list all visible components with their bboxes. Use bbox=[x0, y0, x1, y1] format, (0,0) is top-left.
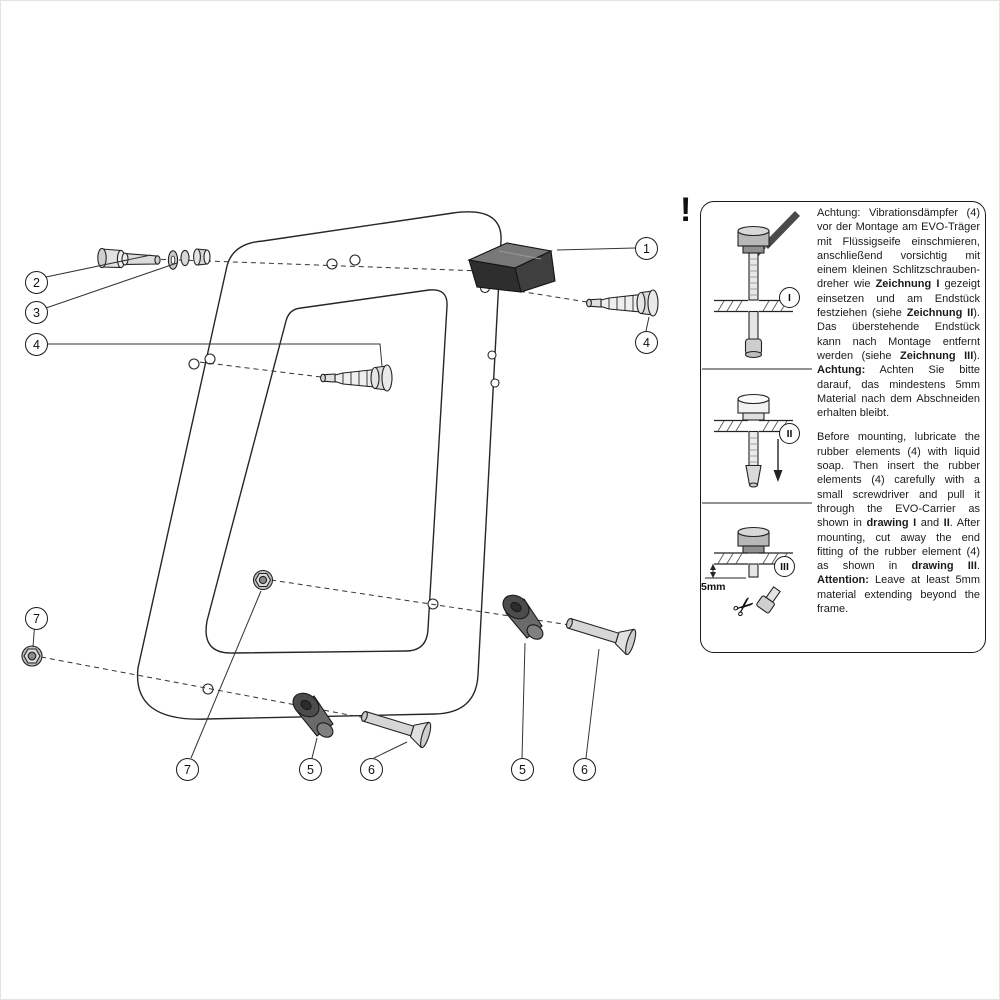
callout-5-bottom-left: 5 bbox=[299, 758, 322, 781]
assembly-axis-lines bbox=[40, 257, 588, 721]
callout-7-left: 7 bbox=[25, 607, 48, 630]
callout-3: 3 bbox=[25, 301, 48, 324]
cut-off-piece bbox=[756, 586, 781, 614]
warning-exclamation: ! bbox=[680, 191, 692, 229]
instruction-panel bbox=[700, 201, 986, 653]
frame-holes bbox=[188, 254, 500, 695]
drawing-1-label: I bbox=[779, 287, 800, 308]
english-instructions: Before mounting, lubricate the rubber el… bbox=[817, 431, 980, 616]
rubber-element-part-4-right bbox=[586, 289, 659, 317]
mini-drawing-1 bbox=[714, 211, 800, 359]
drawing-2-label: II bbox=[779, 423, 800, 444]
screwdriver-icon bbox=[763, 211, 800, 249]
callout-6-bottom-left: 6 bbox=[360, 758, 383, 781]
panel-separators bbox=[702, 368, 812, 504]
carrier-frame-outline bbox=[136, 211, 502, 720]
nut-part-7-left bbox=[21, 645, 43, 667]
callout-4-left: 4 bbox=[25, 333, 48, 356]
german-instructions: Achtung: Vibrationsdämpfer (4) vor der M… bbox=[817, 207, 980, 420]
callout-leader-lines bbox=[32, 247, 650, 759]
dimension-5mm bbox=[705, 564, 746, 579]
grommet-part-5-right bbox=[502, 594, 544, 640]
washer-part-3 bbox=[167, 248, 211, 270]
drawing-3-label: III bbox=[774, 556, 795, 577]
callout-2: 2 bbox=[25, 271, 48, 294]
dimension-label-5mm: 5mm bbox=[701, 581, 726, 593]
scissors-icon: ✂ bbox=[726, 588, 762, 625]
pull-down-arrow bbox=[773, 439, 783, 482]
callout-5-bottom-right: 5 bbox=[511, 758, 534, 781]
nut-part-7-middle bbox=[252, 569, 274, 591]
rubber-element-part-4-left bbox=[320, 364, 393, 392]
screw-part-6-right bbox=[566, 617, 637, 656]
instruction-text: Achtung: Vibrationsdämpfer (4) vor der M… bbox=[817, 206, 980, 616]
callout-6-bottom-right: 6 bbox=[573, 758, 596, 781]
callout-4-right: 4 bbox=[635, 331, 658, 354]
bolt-part-2 bbox=[97, 247, 161, 269]
callout-7-bottom: 7 bbox=[176, 758, 199, 781]
callout-1: 1 bbox=[635, 237, 658, 260]
bracket-part-1 bbox=[467, 242, 556, 293]
instruction-panel-drawings: ✂ bbox=[702, 211, 812, 625]
screw-part-6-left bbox=[361, 710, 432, 749]
grommet-part-5-left bbox=[292, 692, 334, 738]
